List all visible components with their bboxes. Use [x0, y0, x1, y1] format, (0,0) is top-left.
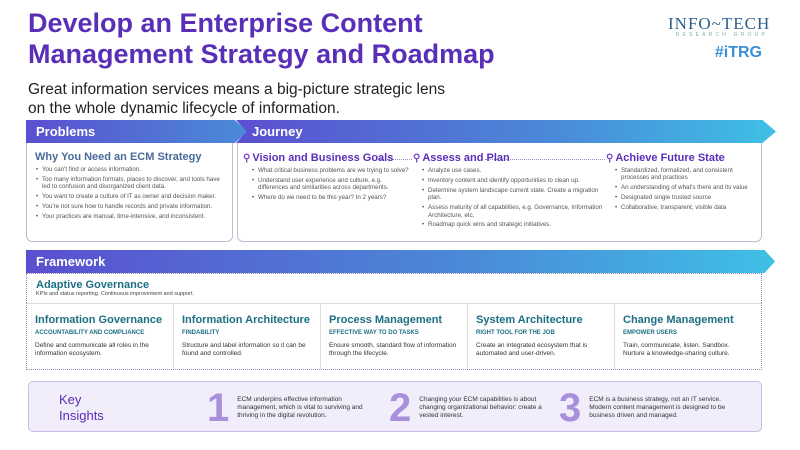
list-item: Standardized, formalized, and consistent… — [614, 167, 756, 182]
list-item: You can't find or access information. — [35, 166, 224, 174]
problems-header: Problems — [26, 120, 248, 143]
insights-title: Key Insights — [59, 392, 104, 423]
key-insights-panel: Key Insights 1 ECM underpins effective in… — [28, 381, 762, 432]
list-item: Determine system landscape current state… — [421, 187, 603, 202]
column-title: Process Management — [329, 314, 443, 326]
column-key: EFFECTIVE WAY TO DO TASKS — [329, 330, 419, 336]
governance-title: Adaptive Governance — [36, 279, 150, 291]
stage-heading: Vision and Business Goals — [252, 152, 394, 164]
column-key: EMPOWER USERS — [623, 330, 678, 336]
list-item: Collaborative, transparent, visible data — [614, 204, 756, 212]
insight-item: 3 ECM is a business strategy, not an IT s… — [559, 388, 739, 428]
column-title: System Architecture — [476, 314, 583, 326]
list-item: You want to create a culture of IT as ow… — [35, 193, 224, 201]
journey-stage: ⚲Assess and Plan Analyze use cases. Inve… — [413, 152, 603, 231]
column-key: FINDABILITY — [182, 330, 220, 336]
list-item: Designated single trusted source — [614, 194, 756, 202]
insight-text: ECM underpins effective information mana… — [237, 396, 363, 419]
logo-name: INFO~TECH — [668, 14, 771, 33]
insight-number: 3 — [559, 386, 582, 430]
column-desc: Train, communicate, listen. Sandbox. Nur… — [623, 342, 730, 357]
page-title: Develop an Enterprise Content Management… — [28, 8, 495, 69]
adaptive-governance: Adaptive Governance KPIs and status repo… — [26, 273, 762, 303]
column-key: ACCOUNTABILITY AND COMPLIANCE — [35, 330, 145, 336]
column-title: Information Governance — [35, 314, 163, 326]
list-item: You're not sure how to handle records an… — [35, 203, 224, 211]
journey-panel: ⚲Vision and Business Goals What critical… — [237, 143, 762, 242]
journey-stage: ⚲Vision and Business Goals What critical… — [243, 152, 411, 204]
list-item: Assess maturity of all capabilities, e.g… — [421, 204, 603, 219]
column-desc: Structure and label information so it ca… — [182, 342, 306, 357]
column-desc: Define and communicate all roles in the … — [35, 342, 149, 357]
insight-text: Changing your ECM capabilities is about … — [419, 396, 542, 419]
problems-panel: Why You Need an ECM Strategy You can't f… — [26, 143, 233, 242]
list-item: An understanding of what's there and its… — [614, 184, 756, 192]
insight-item: 1 ECM underpins effective information man… — [207, 388, 372, 428]
list-item: Analyze use cases. — [421, 167, 603, 175]
list-item: Too many information formats, places to … — [35, 176, 224, 191]
map-pin-icon: ⚲ — [606, 152, 614, 164]
logo-tag: #iTRG — [714, 44, 762, 61]
list-item: Roadmap quick wins and strategic initiat… — [421, 221, 603, 229]
map-pin-icon: ⚲ — [413, 152, 421, 164]
insight-item: 2 Changing your ECM capabilities is about… — [389, 388, 554, 428]
insight-number: 2 — [389, 386, 412, 430]
page-subtitle: Great information services means a big-p… — [28, 81, 445, 117]
dotted-connector — [485, 159, 605, 160]
journey-stage: ⚲Achieve Future State Standardized, form… — [606, 152, 756, 214]
column-desc: Ensure smooth, standard flow of informat… — [329, 342, 457, 357]
problems-heading: Why You Need an ECM Strategy — [35, 151, 202, 163]
stage-heading: Achieve Future State — [615, 152, 725, 164]
dotted-connector — [380, 159, 412, 160]
problems-list: You can't find or access information. To… — [35, 166, 224, 221]
journey-header: Journey — [236, 120, 776, 143]
governance-desc: KPIs and status reporting. Continuous im… — [36, 291, 195, 297]
info-tech-logo: INFO~TECH RESEARCH GROUP #iTRG — [668, 14, 771, 62]
list-item: Your practices are manual, time-intensiv… — [35, 213, 224, 221]
list-item: Where do we need to be this year? In 2 y… — [251, 194, 411, 202]
column-title: Information Architecture — [182, 314, 310, 326]
column-desc: Create an integrated ecosystem that is a… — [476, 342, 588, 357]
framework-header: Framework — [26, 250, 775, 273]
stage-heading: Assess and Plan — [422, 152, 510, 164]
map-pin-icon: ⚲ — [243, 152, 251, 164]
list-item: What critical business problems are we t… — [251, 167, 411, 175]
list-item: Inventory content and identify opportuni… — [421, 177, 603, 185]
logo-sub: RESEARCH GROUP — [675, 32, 768, 38]
insight-text: ECM is a business strategy, not an IT se… — [589, 396, 726, 419]
insight-number: 1 — [207, 386, 230, 430]
column-title: Change Management — [623, 314, 734, 326]
column-key: RIGHT TOOL FOR THE JOB — [476, 330, 555, 336]
list-item: Understand user experience and culture, … — [251, 177, 411, 192]
